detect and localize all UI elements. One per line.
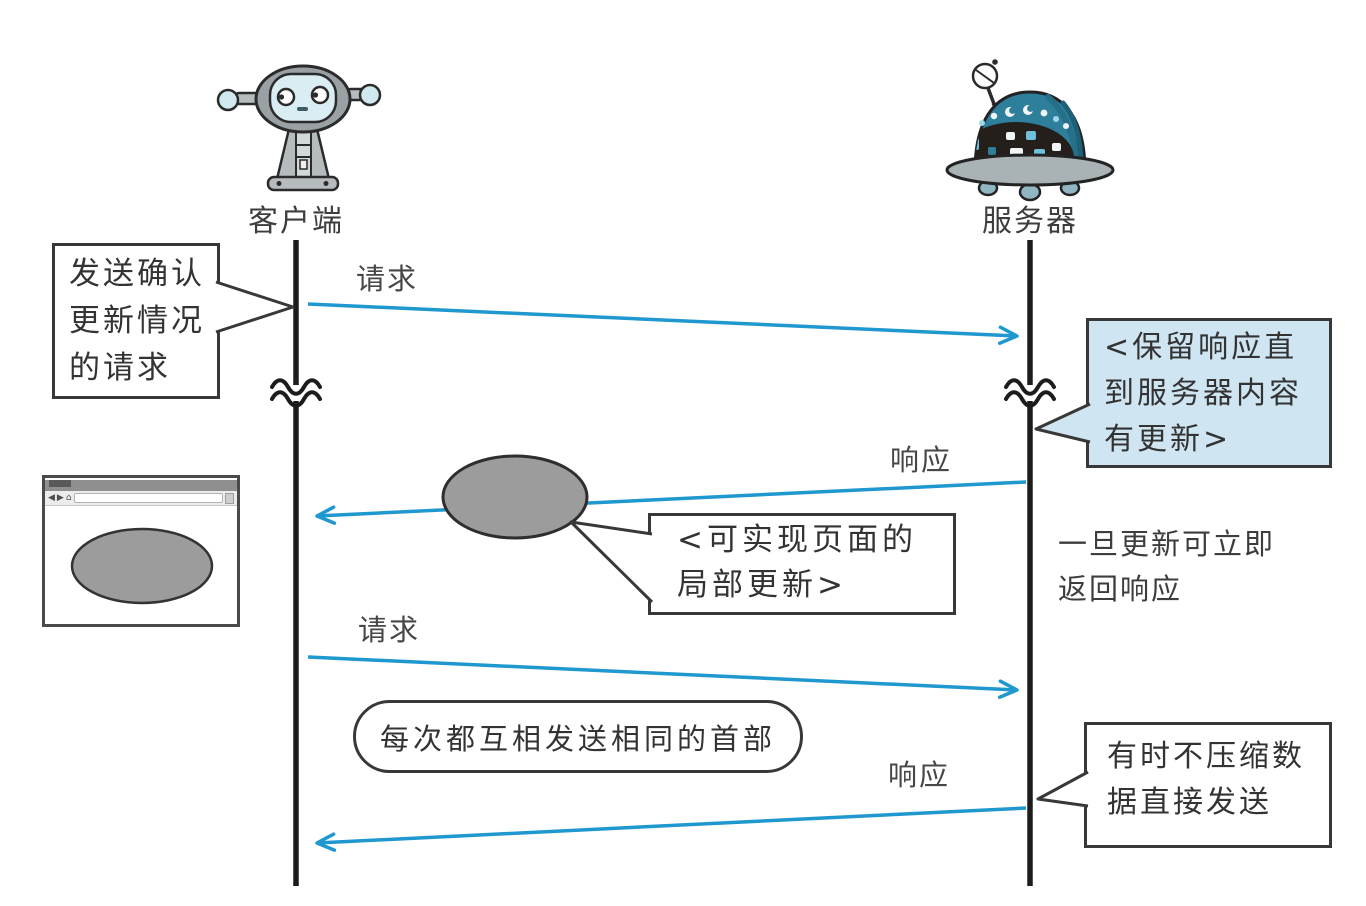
hold-response-callout-tail [1034, 402, 1091, 444]
browser-titlebar [45, 480, 237, 491]
request1-arrow [307, 302, 1019, 345]
immediate-response-note: 一旦更新可立即 返回响应 [1058, 527, 1276, 606]
partial-update-callout: <可实现页面的 局部更新> [648, 513, 956, 615]
browser-window: ◀ ▶ ⌂ [42, 475, 240, 627]
response1-label: 响应 [890, 443, 953, 477]
page-content-ellipse [70, 527, 214, 605]
hold-response-callout: <保留响应直 到服务器内容 有更新> [1086, 318, 1332, 468]
confirm-request-callout-tail [215, 280, 295, 334]
browser-content [45, 506, 237, 624]
robot-eye-right [310, 85, 330, 105]
no-compression-callout: 有时不压缩数 据直接发送 [1084, 722, 1332, 848]
satellite-dish-icon [971, 62, 999, 90]
browser-title-tab [49, 480, 71, 487]
browser-toolbar: ◀ ▶ ⌂ [45, 491, 237, 506]
antenna-ball-right [358, 83, 382, 107]
confirm-request-callout: 发送确认 更新情况 的请求 [52, 243, 220, 399]
client-robot-icon [216, 64, 382, 192]
partial-update-callout-tail [569, 520, 654, 604]
request2-arrow [307, 655, 1019, 699]
server-label: 服务器 [982, 204, 1078, 239]
request1-label: 请求 [356, 262, 419, 296]
server-ufo-icon [945, 59, 1115, 202]
server-break-mark [1004, 378, 1056, 408]
response1-arrow [315, 480, 1027, 525]
back-icon: ◀ [48, 492, 55, 503]
client-label: 客户端 [248, 204, 344, 239]
client-break-mark [270, 378, 322, 408]
response-data-ellipse [441, 454, 589, 540]
forward-icon: ▶ [56, 492, 64, 503]
response2-label: 响应 [888, 758, 951, 792]
antenna-ball-left [216, 88, 240, 112]
scrollbar-thumb [225, 492, 234, 504]
address-bar [73, 493, 223, 503]
same-headers-note: 每次都互相发送相同的首部 [353, 700, 803, 773]
request2-label: 请求 [358, 613, 421, 647]
robot-eye-left [276, 87, 296, 107]
home-icon: ⌂ [65, 492, 72, 503]
no-compression-callout-tail [1036, 770, 1089, 808]
response2-arrow [315, 806, 1027, 852]
